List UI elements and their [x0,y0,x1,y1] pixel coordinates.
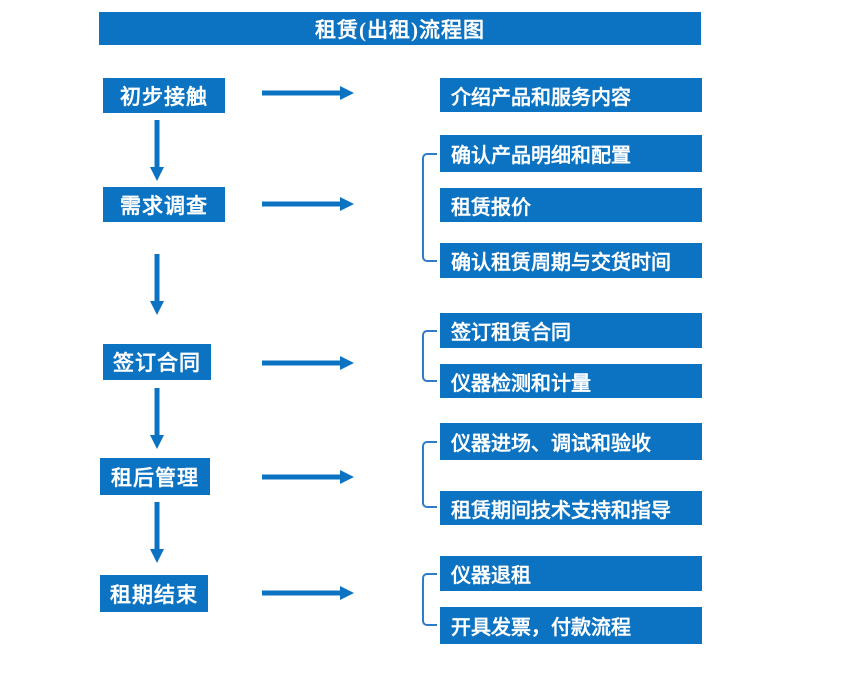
step-sign-contract: 签订合同 [103,344,211,380]
arrow-down-icon [149,120,165,182]
step-demand-survey: 需求调查 [103,187,225,222]
arrow-down-icon [149,388,165,450]
bracket-connector [422,441,437,508]
arrow-down-icon [149,502,165,564]
step-rental-end: 租期结束 [100,575,208,612]
step-post-rental-management: 租后管理 [100,458,210,495]
arrow-down-icon [149,254,165,316]
arrow-right-icon [262,585,354,601]
detail-introduce-products: 介绍产品和服务内容 [440,78,702,112]
detail-instrument-acceptance: 仪器进场、调试和验收 [440,423,702,460]
bracket-connector [422,573,437,626]
detail-tech-support: 租赁期间技术支持和指导 [440,491,702,525]
detail-instrument-testing: 仪器检测和计量 [440,364,702,398]
arrow-right-icon [262,196,354,212]
detail-rental-quote: 租赁报价 [440,188,702,222]
detail-instrument-return: 仪器退租 [440,556,702,591]
diagram-title: 租赁(出租)流程图 [99,12,701,45]
step-initial-contact: 初步接触 [103,78,225,113]
detail-sign-rental-contract: 签订租赁合同 [440,313,702,348]
arrow-right-icon [262,355,354,371]
detail-confirm-period-delivery: 确认租赁周期与交货时间 [440,243,702,278]
arrow-right-icon [262,85,354,101]
bracket-connector [422,153,437,262]
arrow-right-icon [262,469,354,485]
bracket-connector [422,330,437,382]
detail-invoice-payment: 开具发票，付款流程 [440,607,702,644]
detail-confirm-product-config: 确认产品明细和配置 [440,135,702,172]
